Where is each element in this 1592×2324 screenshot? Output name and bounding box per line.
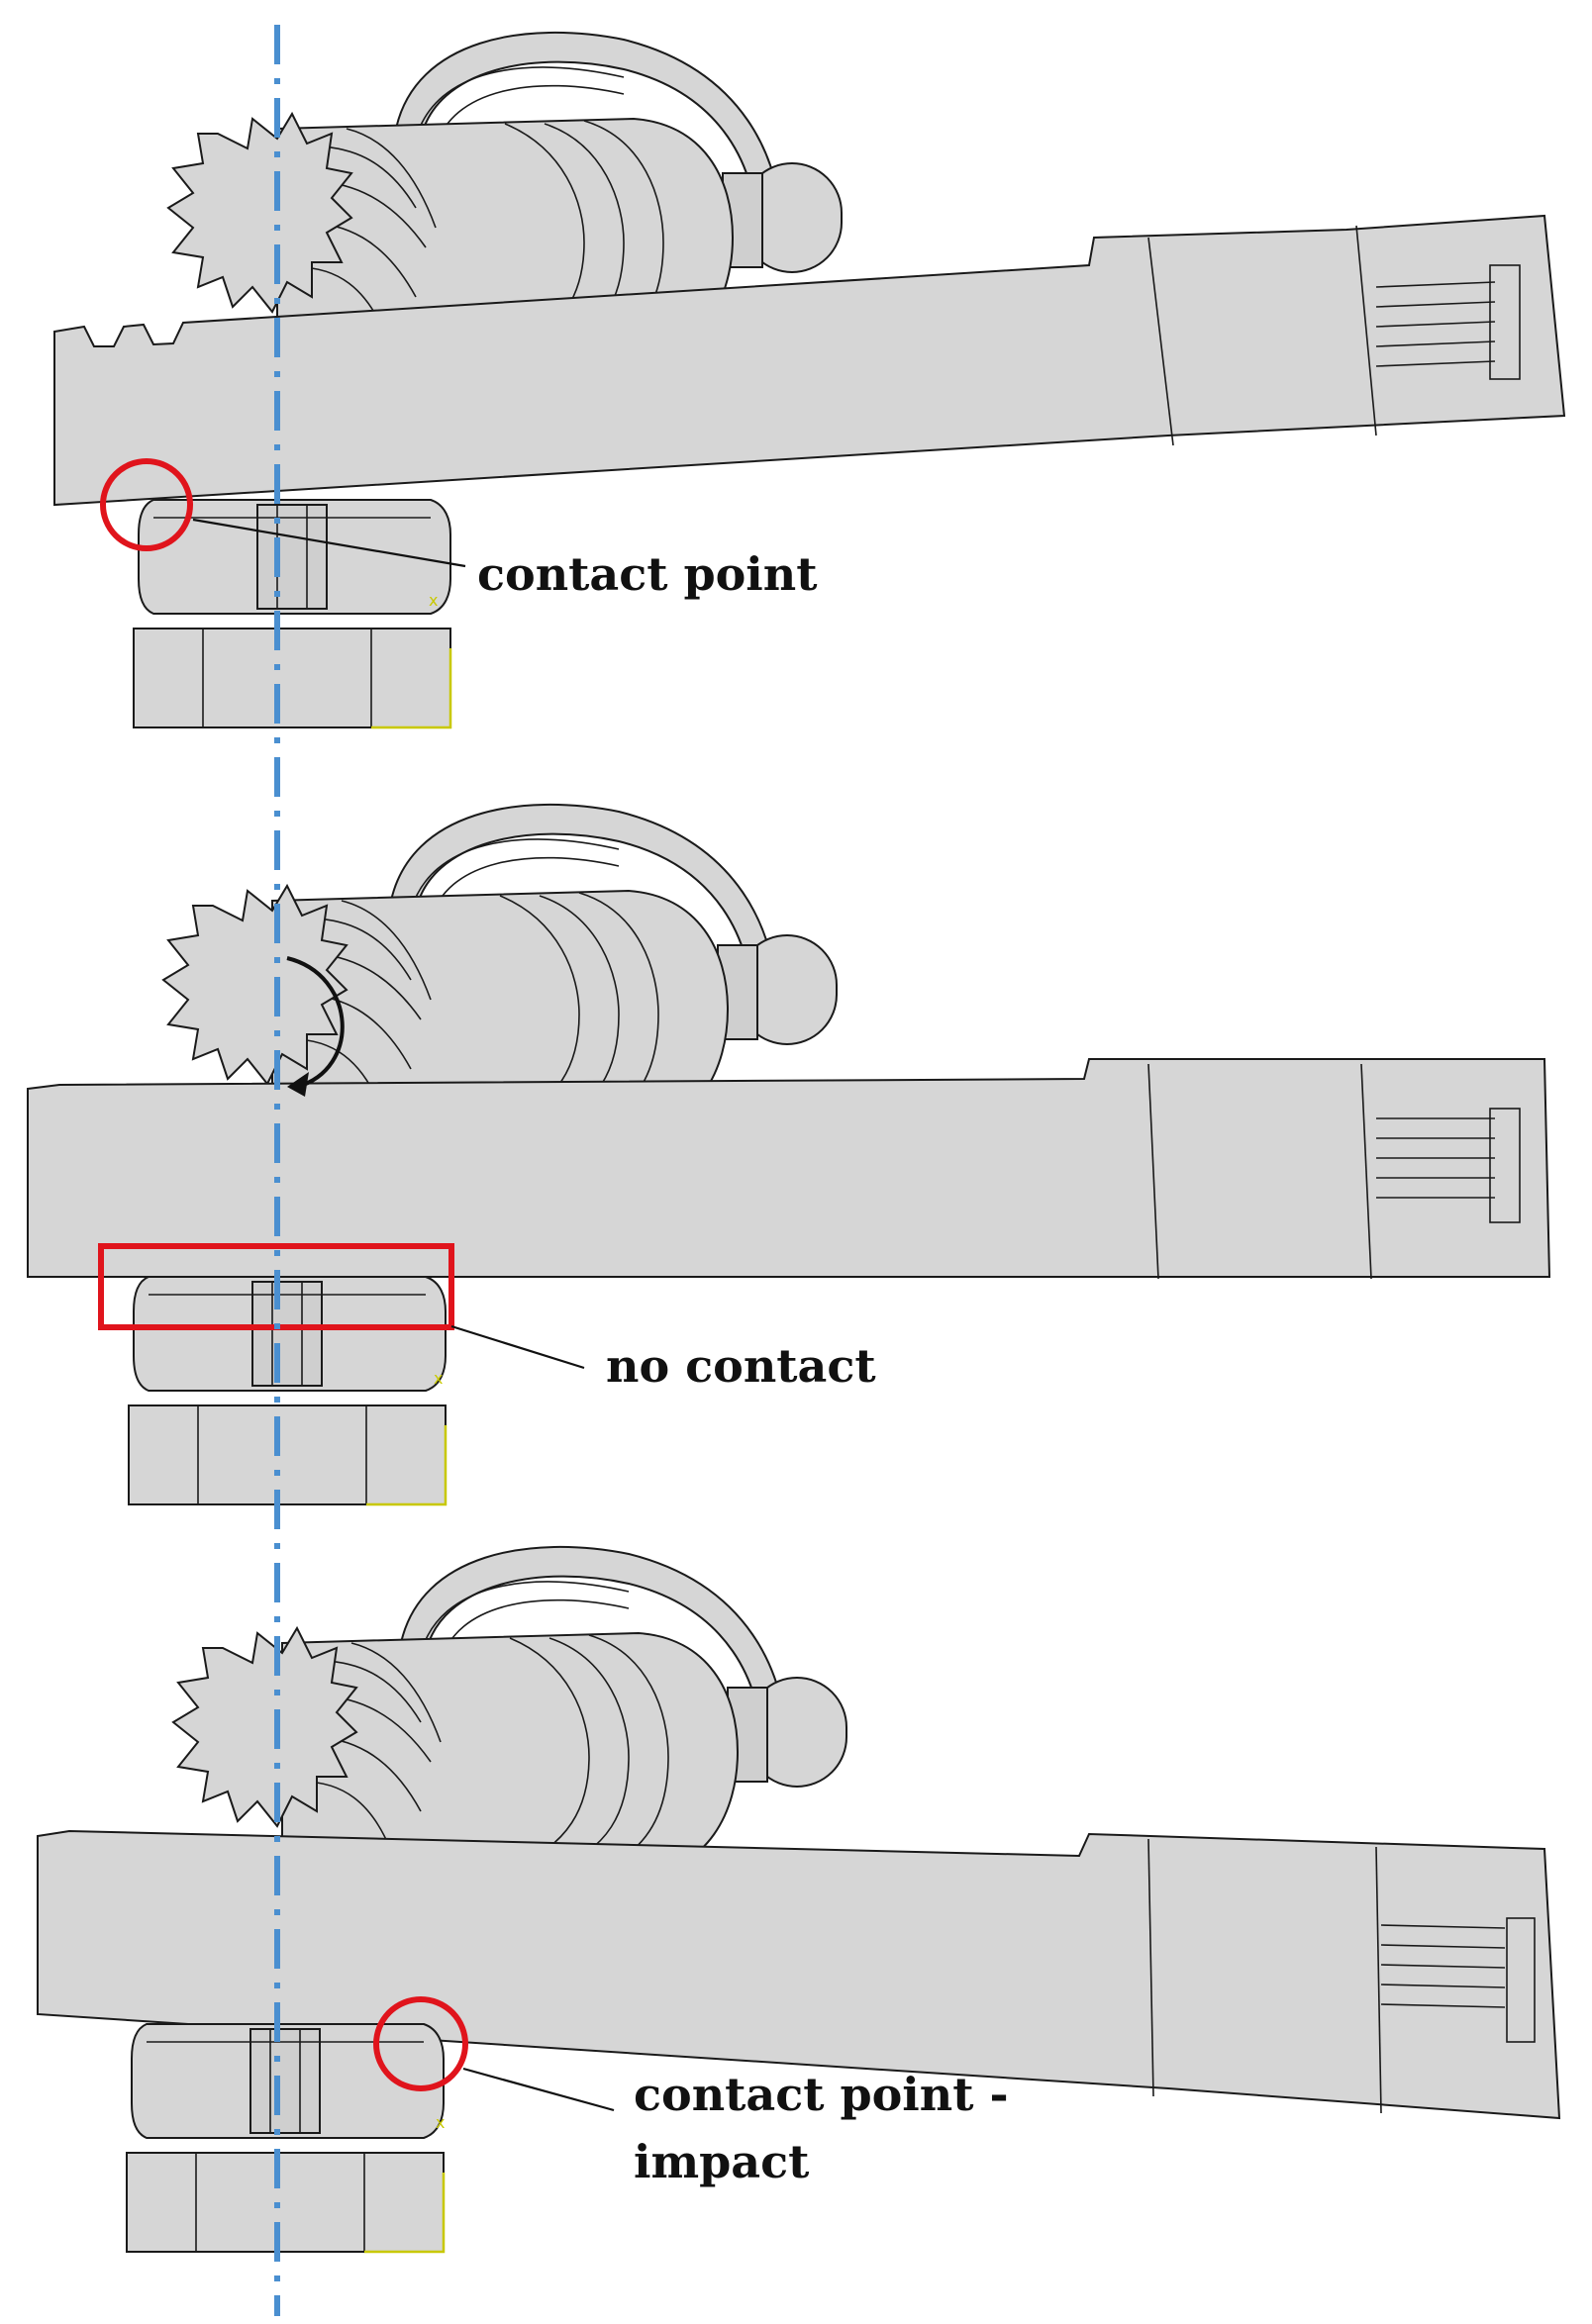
axis-triad-top: x — [429, 591, 438, 610]
leader-line-1 — [192, 518, 466, 568]
leader-line-2 — [450, 1324, 585, 1370]
bearing-bottom — [125, 2022, 446, 2254]
panel-3: contact point - impact — [37, 1545, 1561, 2254]
label-contact-point-impact-line1: contact point - — [634, 2068, 1009, 2121]
rotation-arrow-icon — [286, 956, 345, 1089]
rack-end-lines-middle — [1376, 1108, 1521, 1223]
axis-triad-middle: x — [434, 1369, 443, 1388]
axis-triad-bottom: x — [436, 2113, 445, 2132]
contact-circle-top — [100, 458, 193, 551]
contact-circle-bottom — [373, 1996, 468, 2091]
label-contact-point: contact point — [477, 547, 818, 601]
label-contact-point-impact-line2: impact — [634, 2135, 810, 2188]
rotation-arrow-head-icon — [287, 1072, 309, 1097]
rack-end-lines-bottom — [1380, 1917, 1536, 2043]
leader-line-3 — [462, 2067, 615, 2112]
bearing-middle — [127, 1275, 448, 1506]
label-no-contact: no contact — [606, 1339, 876, 1393]
panel-2: no contact — [27, 803, 1551, 1506]
rack-top — [53, 214, 1566, 507]
panel-1: contact point — [53, 31, 1566, 729]
rack-end-lines-top — [1375, 264, 1521, 380]
